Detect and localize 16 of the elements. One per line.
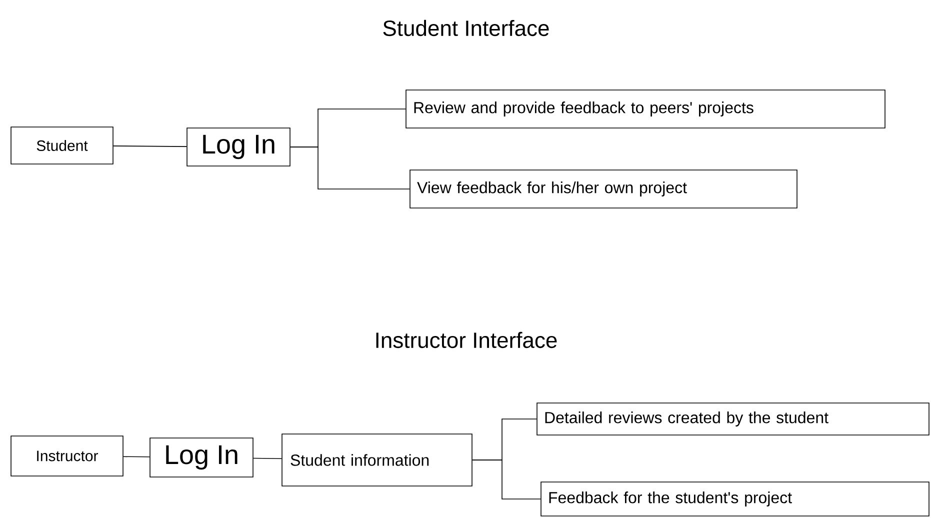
connector-line — [472, 460, 541, 500]
process-box: Feedback for the student's project — [540, 482, 930, 516]
section-heading: Instructor Interface — [376, 332, 557, 348]
process-box: Student information — [282, 434, 472, 486]
section-heading: Student Interface — [383, 20, 549, 36]
process-box: Instructor — [10, 436, 124, 476]
process-box: Student — [10, 126, 114, 164]
process-box: Review and provide feedback to peers' projects — [406, 90, 886, 128]
process-box: Detailed reviews created by the student — [536, 402, 930, 436]
connector-line — [123, 456, 150, 458]
login-box: Log In — [150, 438, 254, 478]
process-box: View feedback for his/her own project — [410, 170, 798, 208]
connector-line — [113, 146, 188, 147]
connector-line — [290, 146, 410, 190]
login-box: Log In — [186, 128, 290, 166]
connector-line — [253, 458, 282, 460]
